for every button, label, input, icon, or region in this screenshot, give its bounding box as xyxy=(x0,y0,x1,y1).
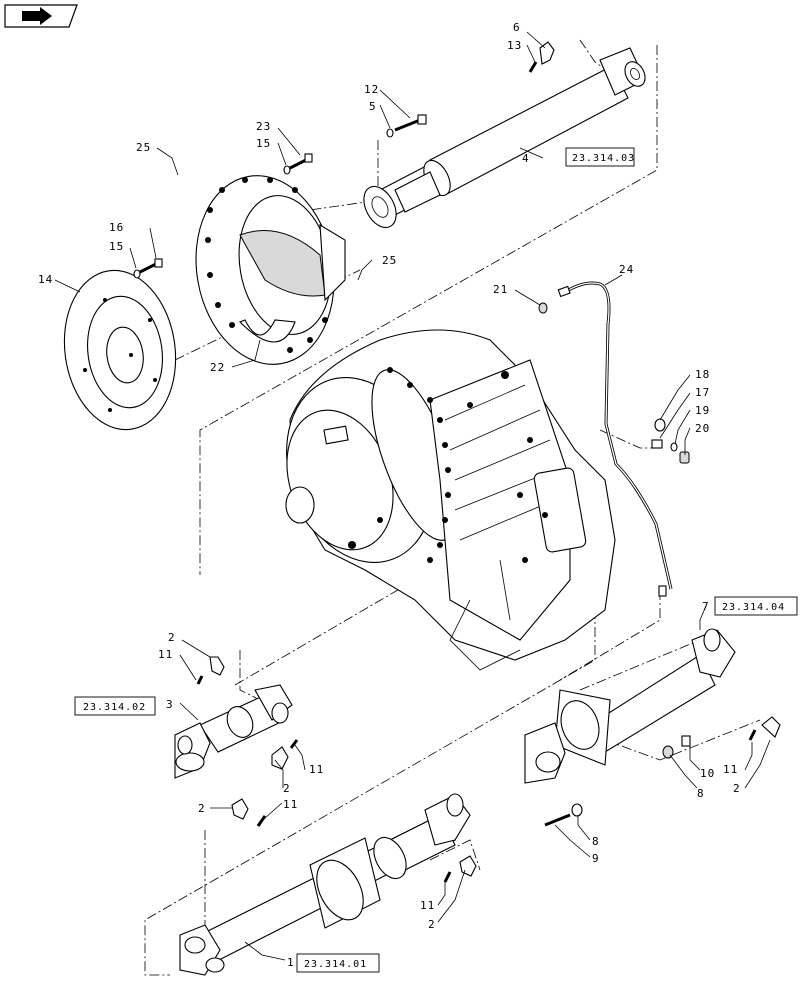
callout-18: 18 xyxy=(695,368,710,381)
callout-1: 1 xyxy=(287,956,295,969)
drive-shaft-1 xyxy=(179,793,471,976)
callout-20: 20 xyxy=(695,422,710,435)
callout-21: 21 xyxy=(493,283,508,296)
callout-22: 22 xyxy=(210,361,225,374)
fittings-17-20 xyxy=(651,418,690,464)
callout-3: 3 xyxy=(166,698,174,711)
callout-2d: 2 xyxy=(733,782,741,795)
callouts: 6 13 12 5 23 15 25 4 16 15 14 25 22 21 2… xyxy=(38,21,741,969)
bolt-13 xyxy=(528,41,555,73)
hose-24 xyxy=(538,281,673,597)
callout-2e: 2 xyxy=(428,918,436,931)
ref-label-1: 23.314.01 xyxy=(304,959,367,970)
ref-box-7[interactable]: 23.314.04 xyxy=(714,596,798,616)
callout-15a: 15 xyxy=(256,137,271,150)
callout-8b: 8 xyxy=(592,835,600,848)
clip-2e xyxy=(443,855,477,883)
callout-11c: 11 xyxy=(283,798,298,811)
clip-2c xyxy=(231,798,267,827)
clip-2b xyxy=(271,739,299,770)
ref-label-7: 23.314.04 xyxy=(722,602,785,613)
leader-lines xyxy=(54,31,771,961)
transmission-housing xyxy=(285,329,616,671)
washer-10 xyxy=(662,735,691,759)
back-arrow-icon xyxy=(22,7,52,25)
callout-7: 7 xyxy=(702,600,710,613)
drive-shaft-upper xyxy=(363,47,646,229)
callout-14: 14 xyxy=(38,273,53,286)
bolt-11a xyxy=(196,656,225,685)
ref-label-3: 23.314.02 xyxy=(83,702,146,713)
callout-11b: 11 xyxy=(309,763,324,776)
callout-11a: 11 xyxy=(158,648,173,661)
callout-6: 6 xyxy=(513,21,521,34)
bolt-23 xyxy=(283,153,313,175)
callout-2c: 2 xyxy=(198,802,206,815)
bolt-12 xyxy=(386,114,427,138)
callout-10: 10 xyxy=(700,767,715,780)
callout-11d: 11 xyxy=(723,763,738,776)
back-button[interactable] xyxy=(4,4,78,28)
callout-4: 4 xyxy=(522,152,530,165)
callout-24: 24 xyxy=(619,263,634,276)
callout-17: 17 xyxy=(695,386,710,399)
adapter-plate xyxy=(195,175,346,365)
bolt-9 xyxy=(544,803,583,827)
flex-plate xyxy=(63,269,177,431)
bolt-16 xyxy=(133,258,163,279)
callout-13: 13 xyxy=(507,39,522,52)
callout-11e: 11 xyxy=(420,899,435,912)
callout-16: 16 xyxy=(109,221,124,234)
callout-15b: 15 xyxy=(109,240,124,253)
callout-5: 5 xyxy=(369,100,377,113)
bolt-11d xyxy=(748,716,781,741)
callout-12: 12 xyxy=(364,83,379,96)
callout-23: 23 xyxy=(256,120,271,133)
drive-shaft-7 xyxy=(524,628,736,784)
drive-shaft-3 xyxy=(174,684,293,779)
callout-8a: 8 xyxy=(697,787,705,800)
ref-box-3[interactable]: 23.314.02 xyxy=(74,696,156,716)
flange-bolt-holes xyxy=(205,177,328,353)
callout-19: 19 xyxy=(695,404,710,417)
ref-label-4: 23.314.03 xyxy=(572,153,635,164)
callout-25a: 25 xyxy=(136,141,151,154)
alignment-lines xyxy=(144,39,761,976)
ref-box-4[interactable]: 23.314.03 xyxy=(565,147,635,167)
callout-2a: 2 xyxy=(168,631,176,644)
callout-9: 9 xyxy=(592,852,600,865)
ref-box-1[interactable]: 23.314.01 xyxy=(296,953,380,973)
callout-2b: 2 xyxy=(283,782,291,795)
callout-25b: 25 xyxy=(382,254,397,267)
